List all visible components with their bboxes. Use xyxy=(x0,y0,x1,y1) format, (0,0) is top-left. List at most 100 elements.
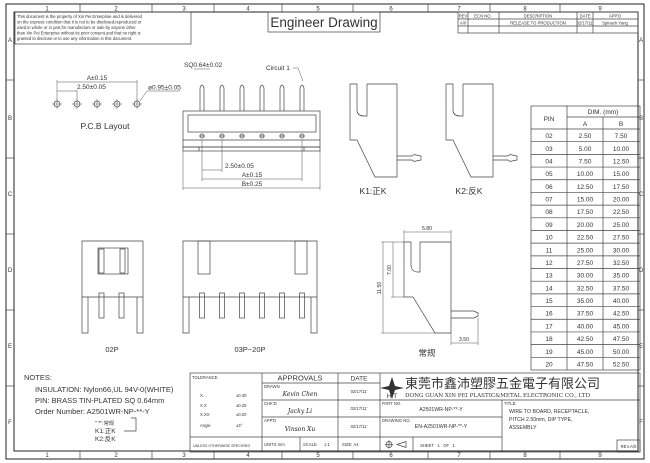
zone-row-label: A xyxy=(8,38,12,44)
dim-b: 15.00 xyxy=(613,171,630,178)
pin-hole-icon xyxy=(239,133,245,139)
dim-a: 40.00 xyxy=(577,323,594,330)
note-pin: PIN: BRASS TIN-PLATED SQ 0.64mm xyxy=(35,396,164,405)
zone-row-label: E xyxy=(639,344,643,350)
side-view-k1: K1:正K xyxy=(349,83,422,196)
pin-count: 12 xyxy=(545,260,553,267)
legend-standard: " *":常规 xyxy=(95,419,114,427)
dim-a: 12.50 xyxy=(577,184,594,191)
dim-a: 2.50 xyxy=(579,133,592,140)
pin-count: 19 xyxy=(545,349,553,356)
dim-a: 35.00 xyxy=(577,298,594,305)
tol-angle: Angle xyxy=(200,423,211,428)
date-header: DATE xyxy=(580,14,591,19)
pin-count: 10 xyxy=(545,235,553,242)
company-logo: H T xyxy=(380,377,404,400)
zone-column-label: 9 xyxy=(598,7,602,13)
dim-b: 40.00 xyxy=(613,298,630,305)
zone-column-label: 6 xyxy=(389,7,393,13)
scale-label: SCALE xyxy=(303,442,317,447)
pin-count: 05 xyxy=(545,171,553,178)
pin-count: 18 xyxy=(545,336,553,343)
side-view-k2: K2:反K xyxy=(445,83,518,196)
dim-a: 15.00 xyxy=(577,197,594,204)
dim-b: 52.50 xyxy=(613,361,630,368)
note-insulation: INSULATION: Nylon66,UL 94V-0(WHITE) xyxy=(35,385,174,394)
view-03p-20p-label: 03P~20P xyxy=(234,345,265,354)
zone-column-label: 9 xyxy=(598,453,602,459)
dim-b: 37.50 xyxy=(613,285,630,292)
zone-column-label: 3 xyxy=(182,7,186,13)
dim-b: 30.00 xyxy=(613,247,630,254)
tolerance-label: TOLERANCE xyxy=(192,375,218,380)
dim-b: 10.00 xyxy=(613,146,630,153)
description-header: DESCRIPTION xyxy=(524,14,553,19)
pcb-layout-view: A±0.15 2.50±0.05 ø0.95±0.05 P.C.B Layout xyxy=(52,75,181,131)
pin xyxy=(259,84,265,111)
pin-hole-icon xyxy=(259,133,265,139)
dim-a: 7.50 xyxy=(579,159,592,166)
front-dim-pitch: 2.50±0.05 xyxy=(225,163,254,170)
checked-by: Jacky Li xyxy=(286,408,312,415)
zone-column-label: 5 xyxy=(316,453,320,459)
standard-view-label: 常规 xyxy=(418,348,436,358)
zone-row-label: C xyxy=(8,192,13,198)
title-box xyxy=(267,11,381,33)
approved-label: APP'D xyxy=(264,418,276,423)
pcb-hole-icon xyxy=(92,99,102,109)
pcb-hole-icon xyxy=(112,99,122,109)
pin xyxy=(239,292,245,319)
disclaimer-line: used,in whole or in part,for manufacture… xyxy=(17,25,136,30)
appd-header: APP'D xyxy=(609,14,621,19)
approvals-header: APPROVALS xyxy=(278,374,323,383)
company-name-en: DONG GUAN XIN PEI PLASTIC&METAL ELECTRON… xyxy=(405,393,591,399)
checked-label: CHK'D xyxy=(264,401,277,406)
zone-column-label: 4 xyxy=(246,7,250,13)
dim-b: 35.00 xyxy=(613,273,630,280)
pin-count: 08 xyxy=(545,209,553,216)
drawn-by: Kevin Chen xyxy=(282,391,318,398)
pin-count: 03 xyxy=(545,146,553,153)
pin-count: 04 xyxy=(545,159,553,166)
dim-b: 17.50 xyxy=(613,184,630,191)
zone-column-label: 8 xyxy=(523,453,527,459)
dim-a: 27.50 xyxy=(577,260,594,267)
dim-total-height: 11.50 xyxy=(377,282,383,295)
k1-label: K1:正K xyxy=(360,186,387,196)
tol-x-value: ±0.30 xyxy=(236,393,247,398)
zone-row-label: D xyxy=(8,268,13,274)
pin xyxy=(199,84,205,111)
revision-label: REV.A/0 xyxy=(621,444,637,449)
pin-hole-icon xyxy=(279,133,285,139)
zone-row-label: D xyxy=(639,268,644,274)
checked-date: 02/17/11' xyxy=(351,406,368,411)
zone-column-label: 4 xyxy=(246,453,250,459)
zone-row-label: C xyxy=(639,192,644,198)
disclaimer-box xyxy=(14,11,192,45)
title-line: PITCH 2.50mm, DIP TYPE, xyxy=(509,417,573,423)
date-value: 02/17/11' xyxy=(577,21,594,26)
zone-column-label: 2 xyxy=(114,7,118,13)
unless-specified: UNLESS OTHERWISE SPECIFIED xyxy=(193,444,250,448)
title-block: TOLERANCE X. ±0.30 X.X ±0.25 X.XX ±0.20 … xyxy=(189,372,641,453)
zone-column-label: 7 xyxy=(457,7,461,13)
zone-column-label: 6 xyxy=(389,453,393,459)
view-03p-20p: 03P~20P xyxy=(182,240,318,354)
dim-a: 17.50 xyxy=(577,209,594,216)
drawing-no-label: DRAWING NO. xyxy=(382,418,411,423)
note-order-number: Order Number: A2501WR-NP-**-Y xyxy=(35,407,150,416)
pin-count: 09 xyxy=(545,222,553,229)
drawn-date: 02/17/11' xyxy=(351,389,368,394)
pin-count: 13 xyxy=(545,273,553,280)
pcb-dim-pitch: 2.50±0.05 xyxy=(77,84,106,91)
